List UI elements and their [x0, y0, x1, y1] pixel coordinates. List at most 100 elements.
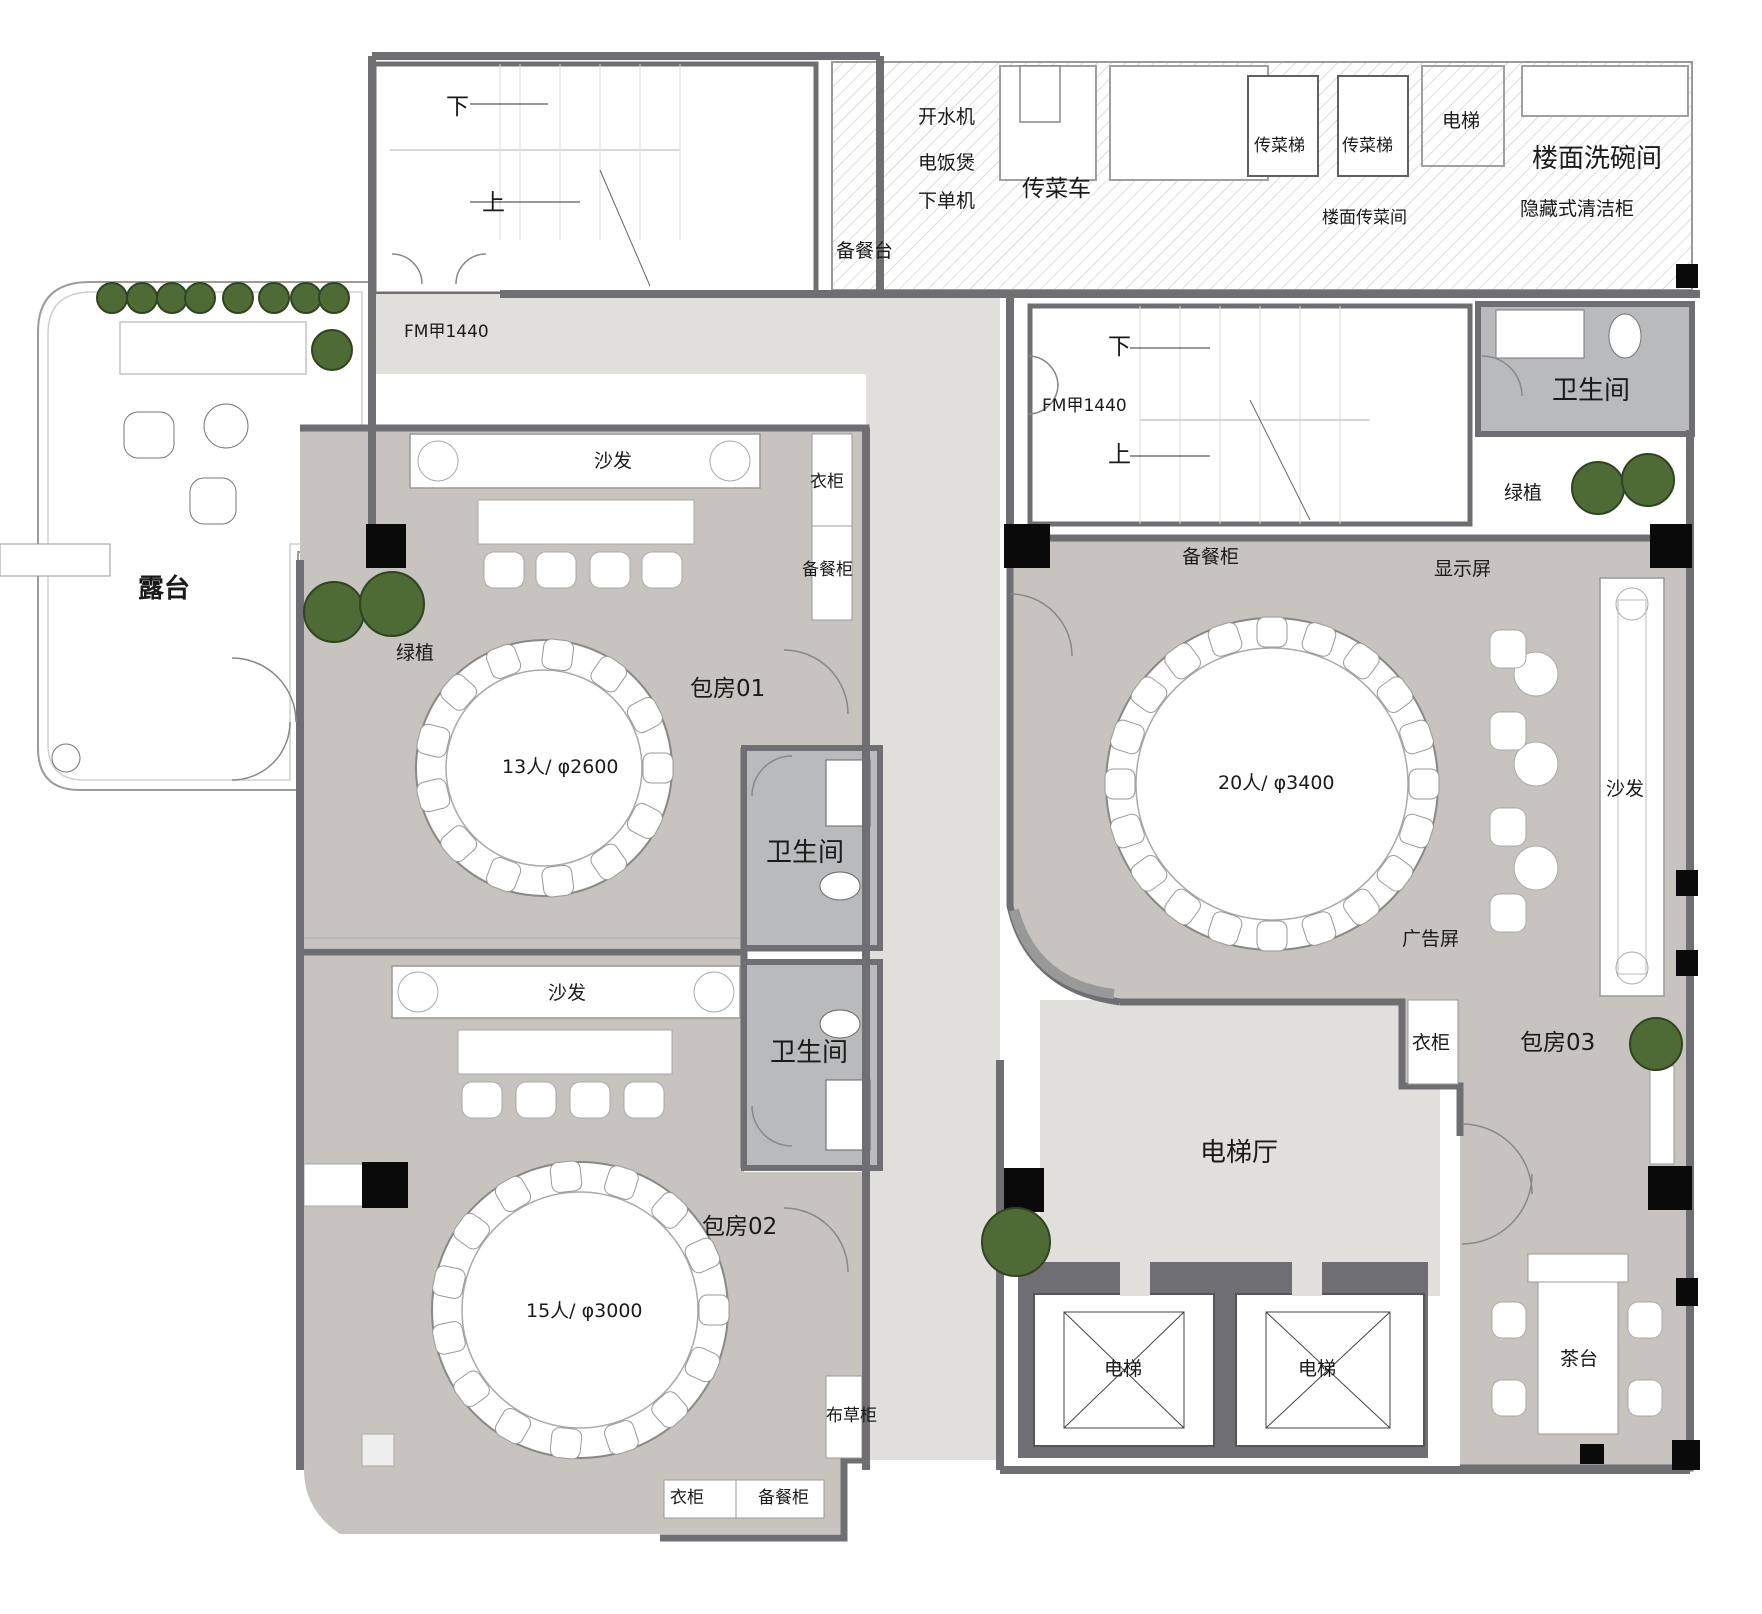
columns: [362, 264, 1700, 1470]
chair-icon: [1164, 888, 1201, 926]
plants: [96, 282, 1683, 1277]
sofa-label: 沙发: [1606, 778, 1645, 800]
chair-icon: [626, 803, 663, 839]
stair-up-label: 上: [1108, 442, 1131, 468]
chair-icon: [486, 643, 522, 679]
plant-icon: [96, 282, 128, 314]
chair-icon: [604, 1420, 639, 1455]
plant-icon: [184, 282, 216, 314]
door-swing-icon: [231, 657, 297, 723]
room-02-name: 包房02: [702, 1214, 778, 1240]
chair-icon: [541, 864, 575, 898]
elevator-label: 电梯: [1298, 1358, 1337, 1380]
chair-icon: [1130, 676, 1168, 713]
ad-screen-label: 广告屏: [1402, 928, 1460, 950]
terrace: [37, 281, 373, 791]
chair-icon: [1256, 920, 1288, 952]
plant-icon: [318, 282, 350, 314]
plant-icon: [222, 282, 254, 314]
terrace-label: 露台: [138, 574, 191, 604]
order-machine-label: 下单机: [918, 190, 976, 212]
restroom-label: 卫生间: [1552, 376, 1631, 406]
chair-icon: [549, 1427, 583, 1460]
plant-icon: [981, 1207, 1051, 1277]
rice-cooker-label: 电饭煲: [918, 152, 976, 174]
chair-icon: [1104, 768, 1136, 800]
table-label: 20人/ φ3400: [1218, 772, 1335, 794]
chair-icon: [1408, 768, 1440, 800]
column-icon: [1580, 1444, 1604, 1464]
terrace-furniture: [51, 403, 249, 773]
chair-icon: [1164, 642, 1201, 680]
room-03-name: 包房03: [1520, 1030, 1596, 1056]
column-icon: [1004, 524, 1050, 568]
sideboard-label: 备餐柜: [1182, 546, 1240, 568]
stair-up-label: 上: [482, 190, 505, 216]
sideboard-label: 备餐柜: [802, 560, 853, 580]
linen-cabinet-label: 布草柜: [826, 1406, 877, 1426]
plant-icon: [359, 571, 425, 637]
wardrobe-label: 衣柜: [810, 472, 844, 492]
chair-icon: [684, 1237, 721, 1274]
restrooms-middle: [741, 745, 883, 1171]
door-swing-icon: [1461, 1123, 1533, 1195]
table-label: 15人/ φ3000: [526, 1300, 643, 1322]
door-swing-icon: [391, 253, 423, 285]
chair-icon: [453, 1212, 490, 1250]
door-swing-icon: [231, 721, 291, 781]
stair-1: [371, 61, 819, 297]
chair-icon: [494, 1175, 532, 1213]
door-swing-icon: [1027, 383, 1059, 415]
sofa-label: 沙发: [548, 982, 587, 1004]
stair-down-label: 下: [446, 94, 469, 120]
plant-icon: [290, 282, 322, 314]
door-swing-icon: [751, 755, 793, 797]
chair-icon: [604, 1165, 639, 1200]
water-boiler-label: 开水机: [918, 106, 976, 128]
chair-icon: [590, 655, 627, 693]
door-swing-icon: [455, 253, 487, 285]
plants-label: 绿植: [1504, 482, 1543, 504]
restroom-label: 卫生间: [770, 1038, 849, 1068]
door-swing-icon: [1461, 1173, 1533, 1245]
sofa-label: 沙发: [594, 450, 633, 472]
wardrobe-label: 衣柜: [670, 1488, 704, 1508]
stair-down-label: 下: [1108, 334, 1131, 360]
door-swing-icon: [1027, 355, 1059, 387]
table-room03: [1105, 617, 1439, 951]
restroom-label: 卫生间: [766, 838, 845, 868]
chair-icon: [1399, 719, 1434, 755]
column-icon: [1676, 950, 1698, 976]
chair-icon: [1110, 719, 1145, 755]
service-zone: [831, 61, 1693, 291]
stools: [461, 551, 683, 1119]
chair-icon: [440, 825, 478, 862]
sideboard-label: 备餐柜: [758, 1488, 809, 1508]
service-lift-label: 电梯: [1442, 110, 1481, 132]
cleaning-cabinet-label: 隐藏式清洁柜: [1520, 198, 1635, 220]
plants-label: 绿植: [396, 642, 435, 664]
chair-icon: [1376, 676, 1414, 713]
column-icon: [366, 524, 406, 568]
table-room02: [431, 1161, 729, 1459]
chair-icon: [1343, 642, 1380, 680]
plant-icon: [1621, 453, 1675, 507]
chair-icon: [1207, 622, 1243, 657]
chair-icon: [684, 1346, 721, 1383]
door-swing-icon: [783, 649, 849, 715]
chair-icon: [440, 674, 478, 711]
column-icon: [1676, 264, 1698, 288]
chair-icon: [1301, 911, 1337, 946]
chair-icon: [1399, 813, 1434, 849]
column-icon: [1672, 1440, 1700, 1470]
chair-icon: [651, 1192, 689, 1229]
chair-icon: [642, 752, 674, 784]
chair-icon: [651, 1391, 689, 1428]
chairs: [416, 616, 1440, 1460]
door-swing-icon: [751, 1105, 793, 1147]
fire-door-label: FM甲1440: [404, 322, 489, 342]
chair-icon: [416, 723, 451, 758]
prep-station-label: 备餐台: [836, 240, 894, 262]
